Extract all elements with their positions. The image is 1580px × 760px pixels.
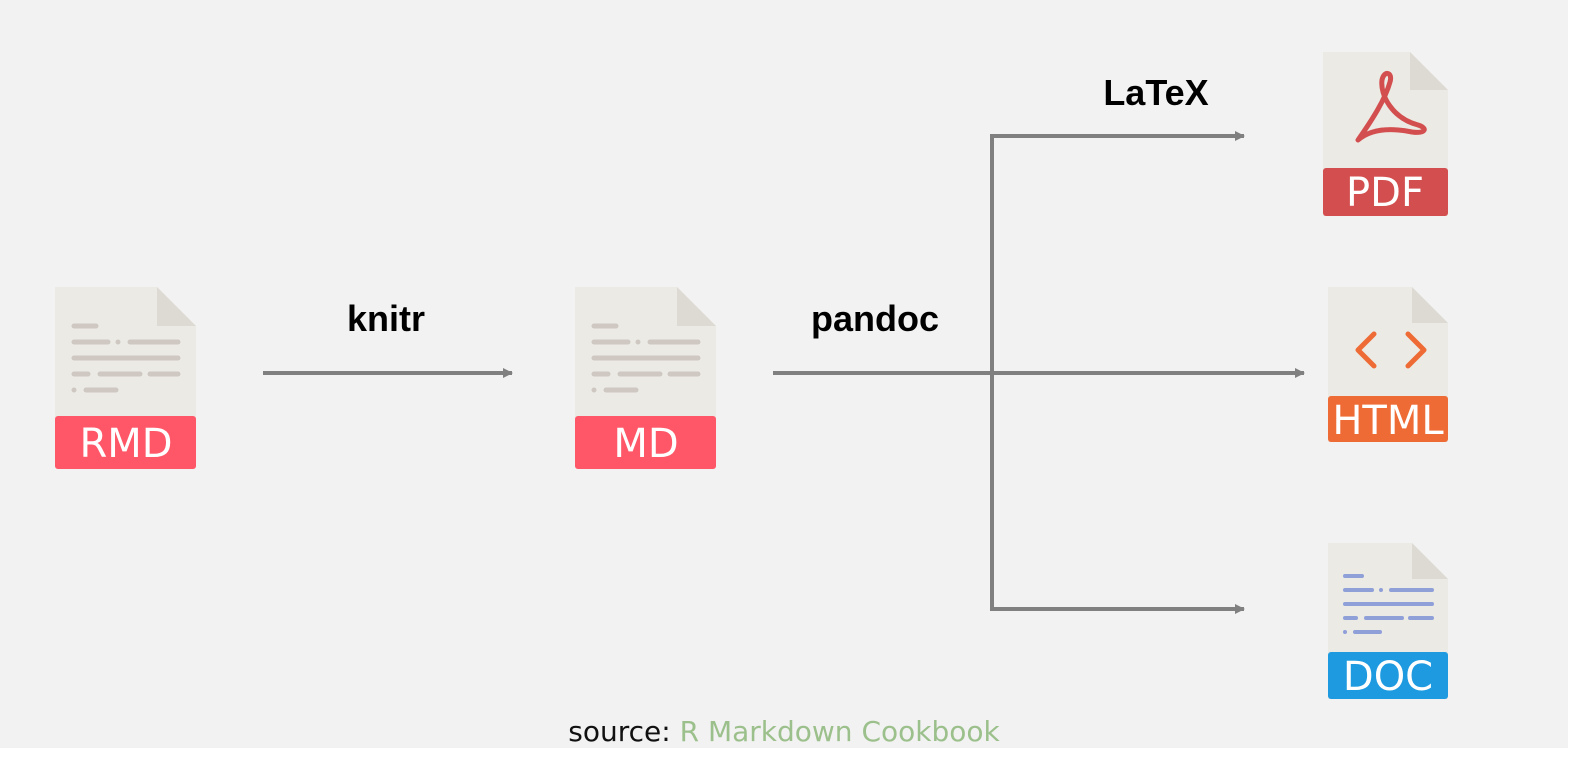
caption-prefix: source:	[568, 715, 671, 748]
rmd-file-icon: RMD	[55, 287, 196, 469]
doc-label: DOC	[1343, 654, 1433, 700]
pdf-badge	[1323, 168, 1448, 216]
text-lines-icon	[1343, 574, 1434, 634]
pdf-label: PDF	[1346, 170, 1424, 216]
code-brackets-icon	[1355, 331, 1427, 369]
html-file-icon: HTML	[1328, 287, 1448, 444]
cookbook-link[interactable]: R Markdown Cookbook	[679, 715, 1000, 748]
doc-badge	[1328, 652, 1448, 699]
latex-label: LaTeX	[1103, 72, 1208, 113]
diagram-canvas: RMD MD	[55, 52, 1448, 700]
html-label: HTML	[1332, 398, 1444, 444]
html-badge	[1328, 396, 1448, 442]
text-lines-icon	[591, 323, 701, 393]
md-label: MD	[613, 421, 678, 467]
text-lines-icon	[71, 323, 181, 393]
arrows	[263, 131, 1305, 614]
rmd-badge	[55, 416, 196, 469]
pandoc-label: pandoc	[811, 298, 939, 339]
rmarkdown-workflow-diagram: RMD MD	[0, 0, 1568, 748]
md-badge	[575, 416, 716, 469]
doc-file-icon: DOC	[1328, 543, 1448, 700]
knitr-label: knitr	[347, 298, 425, 339]
acrobat-icon	[1355, 71, 1427, 143]
rmd-label: RMD	[79, 421, 172, 467]
pdf-file-icon: PDF	[1323, 52, 1448, 216]
md-file-icon: MD	[575, 287, 716, 469]
source-caption: source: R Markdown Cookbook	[0, 715, 1568, 748]
